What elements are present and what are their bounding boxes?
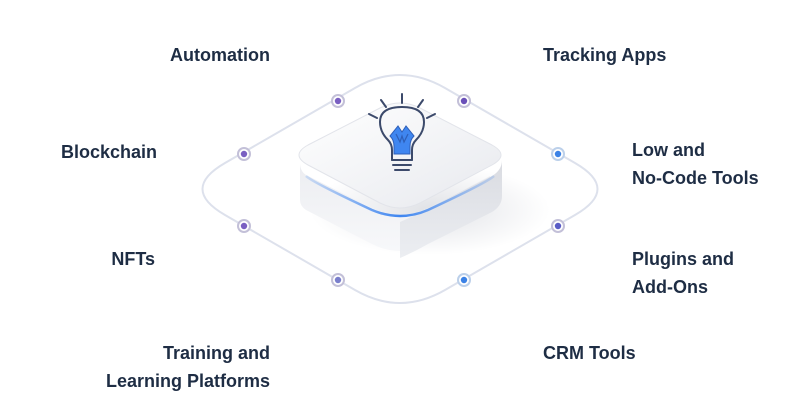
lightbulb-icon: [368, 93, 436, 171]
label-training-platforms: Training and Learning Platforms: [105, 343, 270, 391]
node-nfts: [237, 219, 251, 233]
node-training: [331, 273, 345, 287]
label-plugins-add-ons: Plugins and Add-Ons: [632, 249, 735, 297]
label-tracking-apps: Tracking Apps: [543, 45, 667, 65]
node-automation: [331, 94, 345, 108]
label-blockchain: Blockchain: [60, 142, 157, 162]
label-nfts: NFTs: [111, 249, 155, 269]
node-blockchain: [237, 147, 251, 161]
label-low-code-tools: Low and No-Code Tools: [632, 140, 759, 188]
connector-ring: [201, 74, 599, 304]
box-top: [298, 102, 502, 209]
center-box: [298, 102, 502, 258]
box-right-side: [400, 160, 502, 258]
node-low-code: [551, 147, 565, 161]
node-plugins: [551, 219, 565, 233]
box-blue-edge: [305, 175, 495, 218]
label-crm-tools: CRM Tools: [543, 343, 636, 363]
node-crm-tools: [457, 273, 471, 287]
label-automation: Automation: [170, 45, 270, 65]
node-tracking-apps: [457, 94, 471, 108]
